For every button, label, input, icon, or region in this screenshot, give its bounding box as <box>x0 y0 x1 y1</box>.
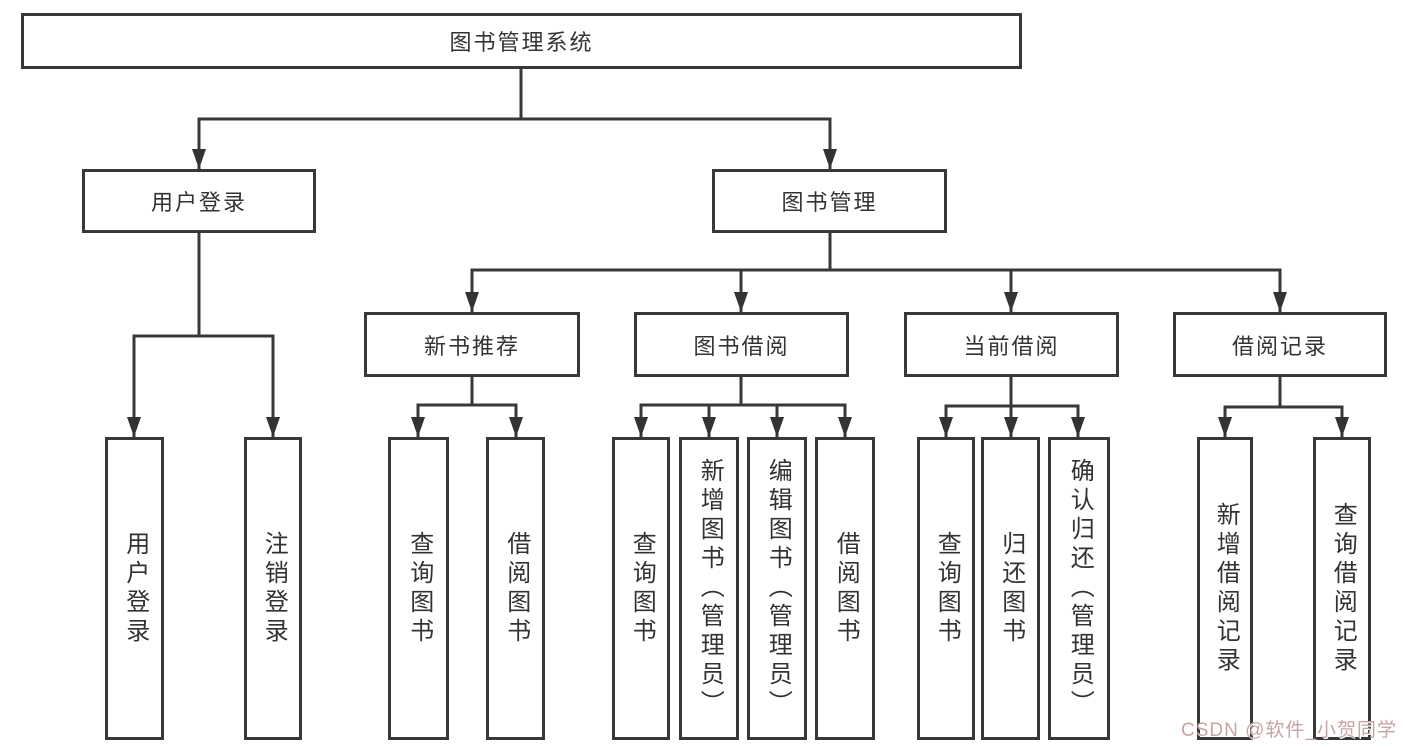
leaf-bb-add-books-admin: 新增图书（管理员） <box>679 437 739 740</box>
node-label: 查询借阅记录 <box>1329 501 1357 676</box>
node-label: 确认归还（管理员） <box>1066 458 1094 719</box>
node-label: 归还图书 <box>997 530 1025 647</box>
node-label: 图书借阅 <box>693 333 790 359</box>
node-book-management: 图书管理 <box>712 169 947 233</box>
node-label: 图书管理系统 <box>449 30 594 55</box>
node-label: 新书推荐 <box>423 333 520 359</box>
node-label: 用户登录 <box>121 530 149 647</box>
node-label: 新增图书（管理员） <box>696 458 724 719</box>
node-label: 查询图书 <box>628 530 656 647</box>
node-new-book-recommendation: 新书推荐 <box>364 312 580 377</box>
leaf-bb-edit-books-admin: 编辑图书（管理员） <box>747 437 807 740</box>
node-library-management-system: 图书管理系统 <box>21 13 1022 69</box>
node-label: 查询图书 <box>933 530 961 647</box>
node-label: 借阅图书 <box>502 530 530 647</box>
leaf-br-add-record: 新增借阅记录 <box>1197 437 1253 740</box>
leaf-cb-return-books: 归还图书 <box>981 437 1040 740</box>
leaf-bb-query-books: 查询图书 <box>612 437 670 740</box>
leaf-cb-query-books: 查询图书 <box>917 437 975 740</box>
leaf-cb-confirm-return-admin: 确认归还（管理员） <box>1048 437 1110 740</box>
leaf-nbr-query-books: 查询图书 <box>388 437 449 740</box>
csdn-watermark: CSDN @软件_小贺同学 <box>1181 720 1397 741</box>
node-label: 借阅图书 <box>832 530 860 647</box>
node-label: 查询图书 <box>405 530 433 647</box>
leaf-br-query-record: 查询借阅记录 <box>1313 437 1371 740</box>
node-label: 借阅记录 <box>1231 333 1328 359</box>
node-label: 图书管理 <box>781 190 878 215</box>
node-label: 当前借阅 <box>963 333 1060 359</box>
node-user-login: 用户登录 <box>82 169 316 233</box>
node-borrowing-records: 借阅记录 <box>1173 312 1387 377</box>
leaf-nbr-borrow-books: 借阅图书 <box>486 437 545 740</box>
node-label: 用户登录 <box>150 190 247 215</box>
leaf-user-login: 用户登录 <box>105 437 164 740</box>
leaf-logout: 注销登录 <box>244 437 302 740</box>
node-current-borrowing: 当前借阅 <box>904 312 1119 377</box>
leaf-bb-borrow-books: 借阅图书 <box>815 437 875 740</box>
node-label: 新增借阅记录 <box>1212 501 1240 676</box>
node-label: 编辑图书（管理员） <box>764 458 792 719</box>
node-label: 注销登录 <box>260 530 288 647</box>
node-book-borrowing: 图书借阅 <box>634 312 849 377</box>
